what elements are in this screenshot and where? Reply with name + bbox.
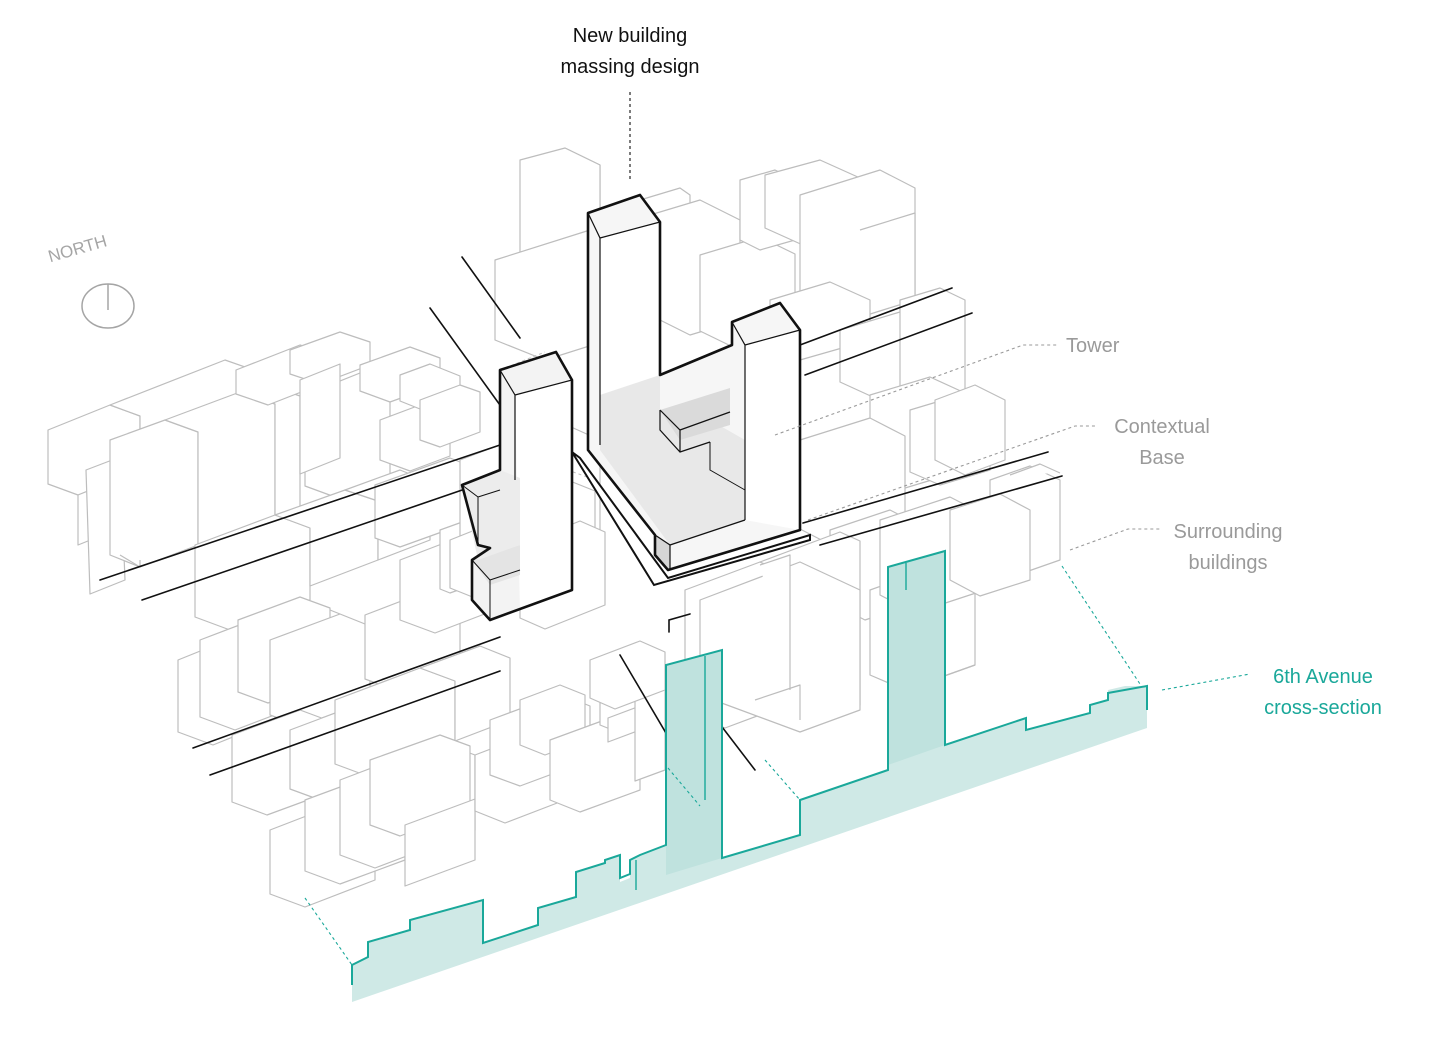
cross-section-label: 6th Avenue cross-section	[1248, 662, 1398, 724]
new-building-label-line2: massing design	[530, 52, 730, 83]
surrounding-label-line1: Surrounding	[1160, 517, 1296, 548]
north-arrow	[82, 284, 134, 328]
contextual-base-label-line1: Contextual	[1102, 412, 1222, 443]
new-building-label-line1: New building	[530, 21, 730, 52]
contextual-base-label-line2: Base	[1102, 443, 1222, 474]
cross-section-label-line1: 6th Avenue	[1248, 662, 1398, 693]
contextual-base-label: Contextual Base	[1102, 412, 1222, 474]
tower-label: Tower	[1066, 331, 1119, 362]
surrounding-buildings-label: Surrounding buildings	[1160, 517, 1296, 579]
surrounding-label-line2: buildings	[1160, 548, 1296, 579]
surrounding-leader	[1070, 529, 1160, 550]
cross-section-label-line2: cross-section	[1248, 693, 1398, 724]
new-building-label: New building massing design	[530, 21, 730, 83]
tower-label-text: Tower	[1066, 331, 1119, 362]
